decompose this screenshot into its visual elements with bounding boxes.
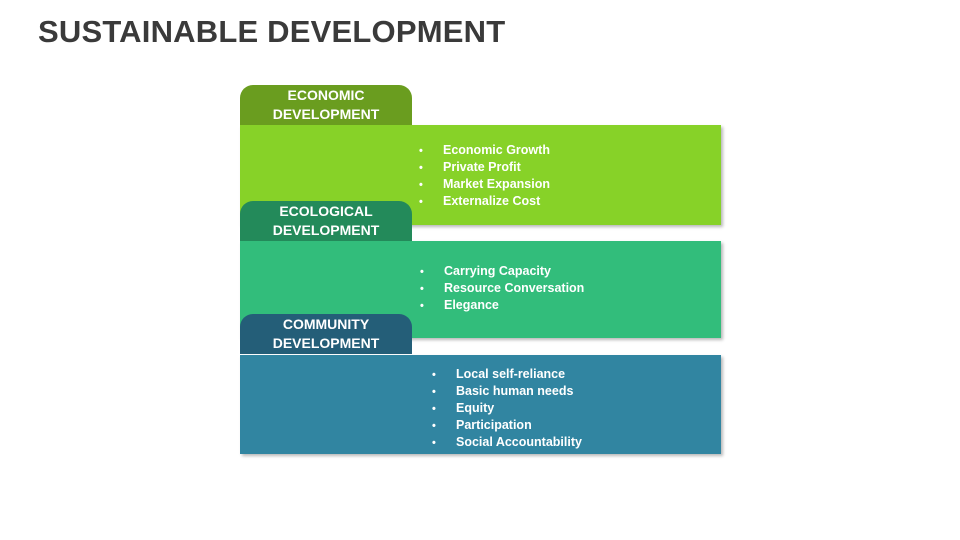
- ecological-tab-line1: ECOLOGICAL: [279, 203, 373, 219]
- list-item: Basic human needs: [432, 383, 582, 400]
- list-item: Market Expansion: [419, 176, 550, 193]
- economic-tab-line2: DEVELOPMENT: [272, 106, 380, 122]
- ecological-list: Carrying Capacity Resource Conversation …: [420, 263, 584, 314]
- community-tab-line2: DEVELOPMENT: [272, 335, 380, 351]
- ecological-tab: ECOLOGICAL DEVELOPMENT: [240, 201, 412, 241]
- list-item: Resource Conversation: [420, 280, 584, 297]
- list-item: Social Accountability: [432, 434, 582, 451]
- list-item: Private Profit: [419, 159, 550, 176]
- ecological-tab-line2: DEVELOPMENT: [272, 222, 380, 238]
- community-tab: COMMUNITY DEVELOPMENT: [240, 314, 412, 354]
- list-item: Elegance: [420, 297, 584, 314]
- list-item: Externalize Cost: [419, 193, 550, 210]
- list-item: Participation: [432, 417, 582, 434]
- list-item: Carrying Capacity: [420, 263, 584, 280]
- community-list: Local self-reliance Basic human needs Eq…: [432, 366, 582, 451]
- economic-tab: ECONOMIC DEVELOPMENT: [240, 85, 412, 125]
- economic-list: Economic Growth Private Profit Market Ex…: [419, 142, 550, 210]
- list-item: Local self-reliance: [432, 366, 582, 383]
- list-item: Economic Growth: [419, 142, 550, 159]
- economic-tab-line1: ECONOMIC: [287, 87, 365, 103]
- community-tab-line1: COMMUNITY: [282, 316, 370, 332]
- page-title: SUSTAINABLE DEVELOPMENT: [38, 14, 506, 49]
- list-item: Equity: [432, 400, 582, 417]
